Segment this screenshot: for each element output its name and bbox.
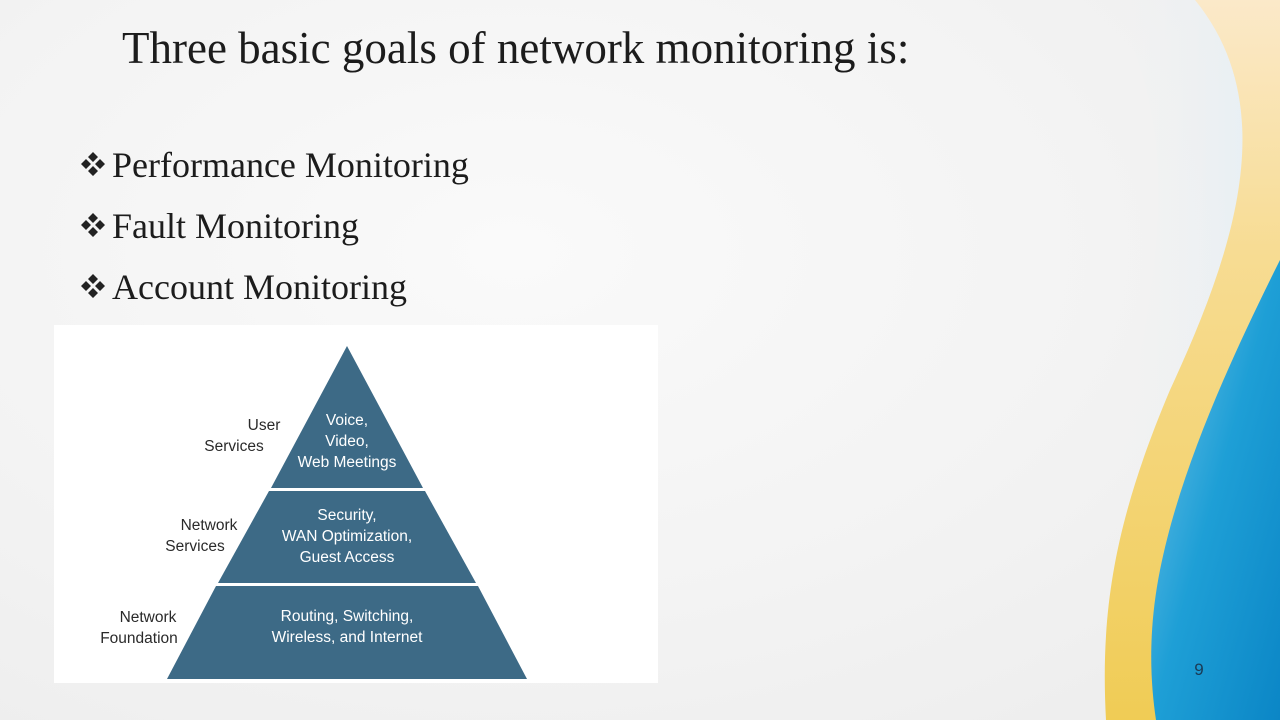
bullet-text: Account Monitoring	[112, 266, 407, 307]
side-label-network-foundation: Network Foundation	[100, 609, 178, 647]
diamond-bullet-icon	[81, 212, 105, 237]
level-content-network-foundation: Routing, Switching, Wireless, and Intern…	[271, 608, 423, 646]
bullet-item: Account Monitoring	[78, 256, 469, 317]
level-content-user-services: Voice, Video, Web Meetings	[297, 412, 397, 471]
level-content-network-services: Security, WAN Optimization, Guest Access	[281, 507, 413, 566]
slide-number: 9	[1194, 660, 1204, 679]
side-label-user-services: User Services	[204, 417, 281, 455]
side-label-network-services: Network Services	[165, 517, 238, 555]
bullet-text: Fault Monitoring	[112, 205, 360, 246]
bullet-item: Performance Monitoring	[78, 134, 469, 195]
bullet-list: Performance Monitoring Fault Monitoring …	[78, 134, 469, 317]
diamond-bullet-icon	[81, 273, 105, 298]
pyramid-level-middle	[218, 491, 476, 583]
diamond-bullet-icon	[81, 151, 105, 176]
slide-title: Three basic goals of network monitoring …	[122, 23, 910, 73]
blue-wave-shape	[1151, 260, 1280, 720]
pyramid-level-bottom	[167, 586, 527, 679]
pyramid-diagram: User Services Voice, Video, Web Meetings…	[54, 325, 658, 683]
bullet-text: Performance Monitoring	[112, 144, 469, 185]
pyramid-shapes	[167, 346, 527, 679]
bullet-item: Fault Monitoring	[78, 195, 469, 256]
pyramid-level-top	[271, 346, 423, 488]
